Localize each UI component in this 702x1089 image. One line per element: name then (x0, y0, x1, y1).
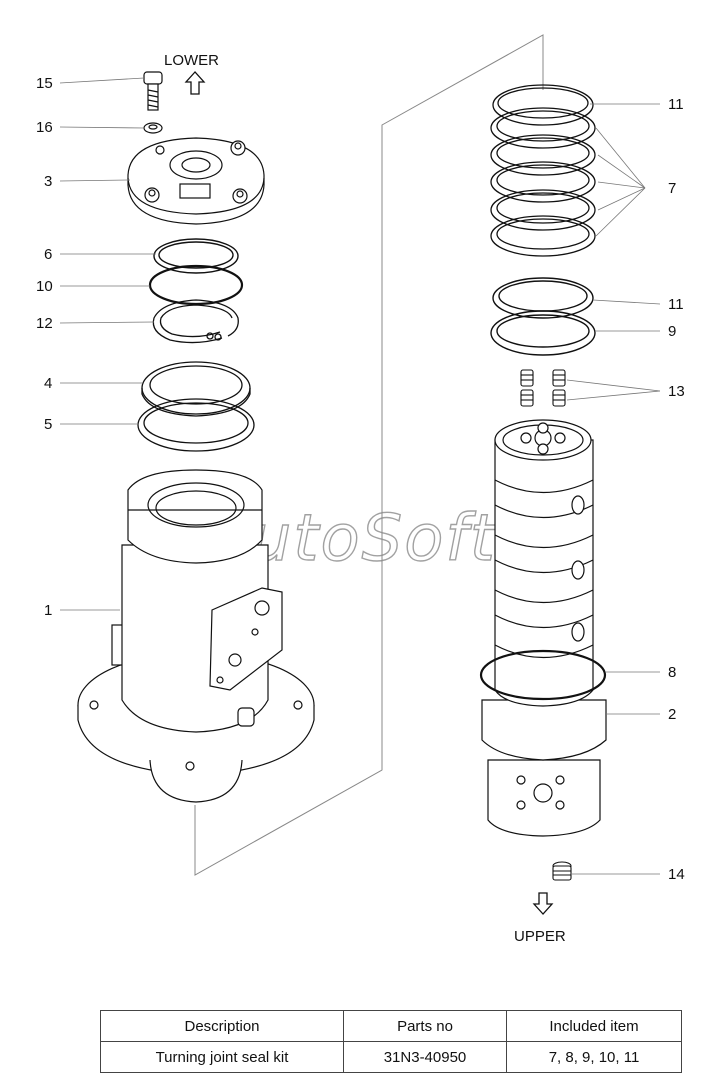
callout-8: 8 (668, 664, 676, 681)
part-10-o-ring (148, 264, 244, 306)
callout-13: 13 (668, 383, 685, 400)
upper-arrow-icon (532, 892, 554, 915)
callout-9: 9 (668, 323, 676, 340)
callout-10: 10 (36, 278, 53, 295)
column-header-included-item: Included item (506, 1010, 682, 1042)
seal-kit-table: Description Parts no Included item Turni… (100, 1010, 682, 1073)
lower-direction-label: LOWER (164, 52, 219, 69)
part-2-shaft (481, 419, 607, 837)
part-14-plug (552, 861, 572, 881)
callout-16: 16 (36, 119, 53, 136)
callout-12: 12 (36, 315, 53, 332)
callout-1: 1 (44, 602, 52, 619)
callout-15: 15 (36, 75, 53, 92)
callout-11-top: 11 (668, 96, 684, 113)
callout-2: 2 (668, 706, 676, 723)
column-header-description: Description (100, 1010, 344, 1042)
part-1-body (77, 469, 315, 803)
part-16-washer (143, 122, 163, 134)
part-6-ring (153, 238, 239, 274)
assembly-centerline (194, 34, 544, 876)
leader-lines (59, 77, 661, 875)
callout-11-lower: 11 (668, 296, 684, 313)
part-5-seal (137, 398, 255, 452)
part-9-ring (490, 310, 596, 356)
lower-arrow-icon (184, 71, 206, 95)
callout-6: 6 (44, 246, 52, 263)
callout-5: 5 (44, 416, 52, 433)
table-row: Turning joint seal kit 31N3-40950 7, 8, … (100, 1041, 682, 1073)
part-8-o-ring (479, 649, 607, 701)
cell-description: Turning joint seal kit (100, 1041, 344, 1073)
callout-14: 14 (668, 866, 685, 883)
table-header-row: Description Parts no Included item (100, 1010, 682, 1042)
parts-7-11-seal-stack (490, 84, 596, 257)
part-4-ring (141, 361, 251, 417)
callout-4: 4 (44, 375, 52, 392)
callout-3: 3 (44, 173, 52, 190)
upper-direction-label: UPPER (514, 928, 566, 945)
callout-7: 7 (668, 180, 676, 197)
part-13-plugs (520, 369, 566, 407)
cell-included-item: 7, 8, 9, 10, 11 (506, 1041, 682, 1073)
part-15-bolt (143, 71, 163, 111)
column-header-parts-no: Parts no (343, 1010, 507, 1042)
cell-parts-no: 31N3-40950 (343, 1041, 507, 1073)
part-11-ring (492, 277, 594, 319)
part-12-snap-ring (152, 299, 239, 344)
exploded-parts-diagram: AutoSoft LOWER (36, 34, 685, 945)
part-3-cover (127, 137, 265, 225)
